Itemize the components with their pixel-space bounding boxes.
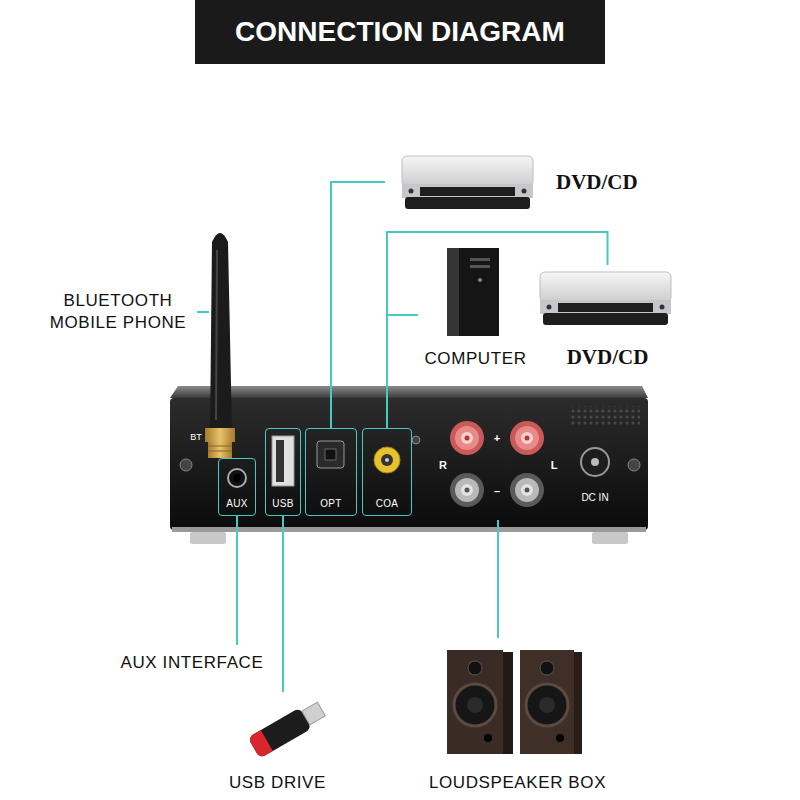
connector-line	[387, 315, 418, 428]
optical-port	[317, 441, 344, 468]
terminal-box: + R L –	[435, 410, 561, 520]
panel-marking: DC IN	[570, 492, 620, 504]
panel-marking: BT	[188, 432, 204, 443]
destination-device: USB DRIVE	[215, 692, 340, 796]
terminal-mark: L	[551, 459, 558, 471]
source-device: DVD/CD	[385, 148, 655, 216]
connector-line	[387, 232, 608, 428]
usb-port	[272, 436, 294, 486]
destination-device: AUX INTERFACE	[108, 645, 276, 681]
terminal-mark: –	[494, 485, 500, 497]
loudspeakers	[447, 650, 582, 754]
feature-label: BLUETOOTH MOBILE PHONE	[33, 290, 203, 334]
source-device: DVD/CD	[540, 265, 675, 372]
aux-jack	[228, 469, 246, 487]
amplifier-body	[170, 386, 648, 544]
port-box: OPT	[305, 428, 357, 516]
bluetooth-antenna	[205, 233, 235, 458]
connector-line	[236, 516, 238, 645]
port-label: AUX	[226, 498, 247, 510]
dvd-player	[540, 272, 671, 325]
port-box: USB	[265, 428, 301, 516]
title-banner	[195, 0, 605, 64]
terminal-mark: R	[439, 459, 447, 471]
device-label: DVD/CD	[556, 170, 638, 194]
dc-jack	[581, 448, 609, 476]
device-label: LOUDSPEAKER BOX	[429, 773, 606, 793]
port-box: AUX	[218, 458, 256, 516]
port-box: COA	[362, 428, 412, 516]
dvd-player	[402, 156, 533, 209]
device-label: COMPUTER	[424, 349, 526, 369]
leader-line	[197, 311, 209, 313]
diagram-title: CONNECTION DIAGRAM	[195, 0, 605, 64]
device-label: AUX INTERFACE	[121, 653, 264, 673]
port-label: COA	[376, 498, 399, 510]
device-label: DVD/CD	[567, 345, 649, 369]
speaker-terminals	[450, 421, 544, 507]
device-label: USB DRIVE	[229, 773, 326, 793]
connector-line	[331, 182, 385, 428]
port-label: OPT	[320, 498, 341, 510]
destination-device: LOUDSPEAKER BOX	[415, 638, 620, 796]
connector-line	[282, 516, 284, 692]
computer-tower	[447, 248, 499, 336]
terminal-mark: +	[494, 432, 500, 444]
connector-line	[497, 520, 499, 638]
usb-drive	[248, 699, 328, 759]
source-device: COMPUTER	[418, 240, 533, 372]
port-label: USB	[272, 498, 293, 510]
coaxial-port	[374, 447, 400, 473]
